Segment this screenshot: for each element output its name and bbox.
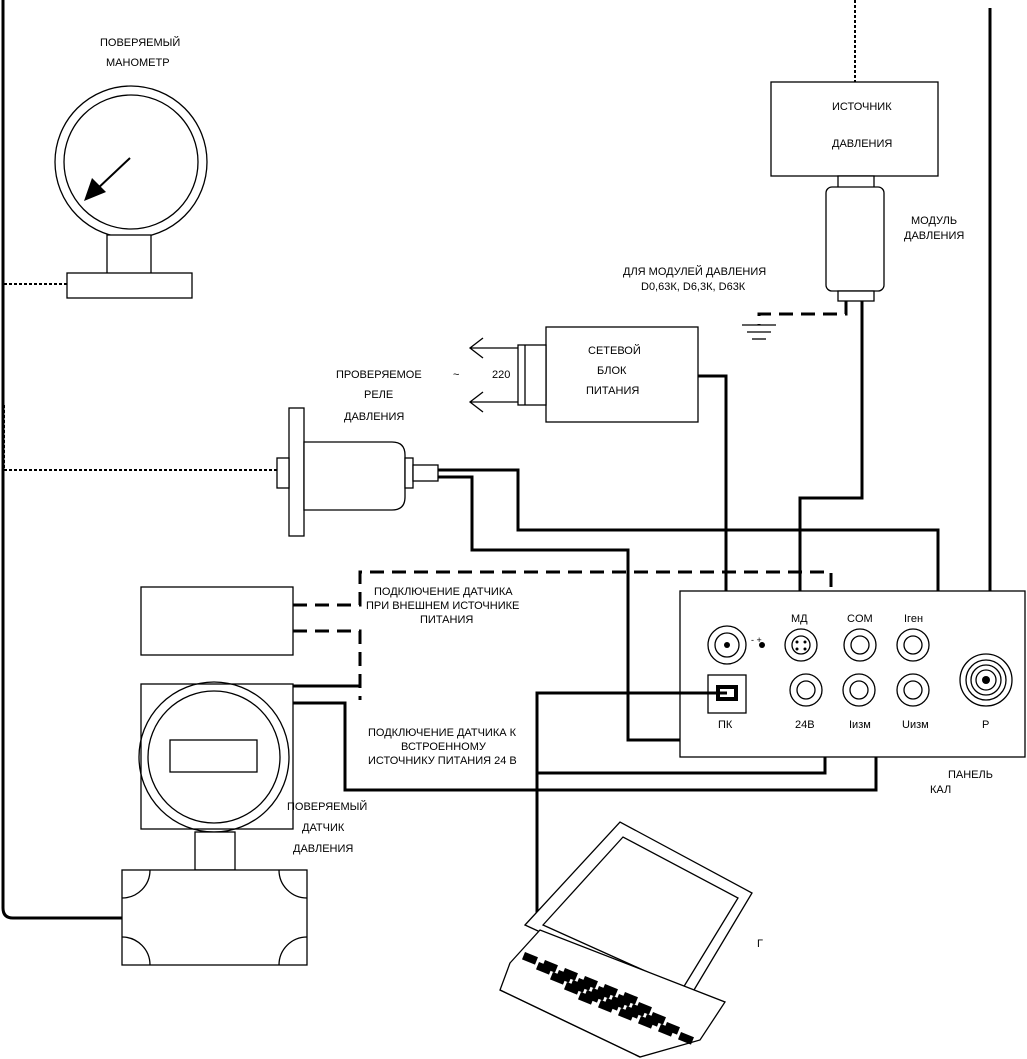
psu-line1: СЕТЕВОЙ xyxy=(588,344,641,357)
com-label: COM xyxy=(847,613,873,625)
com-terminal: COM xyxy=(843,613,877,662)
laptop-key xyxy=(576,978,592,991)
pressure-sensor: ПОВЕРЯЕМЫЙ ДАТЧИК ДАВЛЕНИЯ xyxy=(121,681,367,966)
pressure-line xyxy=(1,0,992,920)
laptop-icon: Г xyxy=(499,821,763,1058)
gauge-title-line2: МАНОМЕТР xyxy=(106,57,170,69)
panel-caption-line1: ПАНЕЛЬ xyxy=(948,769,993,781)
panel-caption-line2: КАЛ xyxy=(930,784,951,796)
laptop-key xyxy=(578,992,594,1005)
laptop-key xyxy=(664,1022,680,1035)
laptop-key xyxy=(616,994,632,1007)
mains-power-supply: СЕТЕВОЙ БЛОК ПИТАНИЯ 220 ~ xyxy=(453,326,699,423)
gauge-title-line1: ПОВЕРЯЕМЫЙ xyxy=(100,36,180,49)
laptop-keys xyxy=(522,952,694,1045)
pressure-source-line2: ДАВЛЕНИЯ xyxy=(832,138,892,150)
laptop-key xyxy=(550,972,566,985)
pressure-module: МОДУЛЬ ДАВЛЕНИЯ ДЛЯ МОДУЛЕЙ ДАВЛЕНИЯ D0,… xyxy=(623,175,964,340)
laptop-key xyxy=(630,1004,646,1017)
laptop-key xyxy=(570,980,586,993)
laptop-mark: Г xyxy=(757,938,763,950)
laptop-key xyxy=(564,981,580,995)
laptop-key xyxy=(644,1013,660,1027)
laptop-key xyxy=(638,1016,654,1029)
laptop-key xyxy=(622,991,638,1005)
ext-conn-line2: ПРИ ВНЕШНЕМ ИСТОЧНИКЕ xyxy=(366,600,519,612)
gauge-under-test: ПОВЕРЯЕМЫЙ МАНОМЕТР xyxy=(54,36,208,299)
external-supply-sensor: ПОДКЛЮЧЕНИЕ ДАТЧИКА ПРИ ВНЕШНЕМ ИСТОЧНИК… xyxy=(140,570,833,700)
int-conn-line1: ПОДКЛЮЧЕНИЕ ДАТЧИКА К xyxy=(368,727,517,739)
iizm-terminal: Iизм xyxy=(842,673,876,731)
laptop-key xyxy=(590,987,606,1001)
relay-line1: ПРОВЕРЯЕМОЕ xyxy=(336,369,422,381)
ground-icon xyxy=(742,324,776,340)
laptop-key xyxy=(604,998,620,1011)
pressure-module-line1: МОДУЛЬ xyxy=(911,215,957,227)
laptop-key xyxy=(658,1023,674,1037)
igen-terminal: Iген xyxy=(896,613,930,662)
sensor-line3: ДАВЛЕНИЯ xyxy=(293,843,353,855)
laptop-key xyxy=(596,986,612,999)
laptop-key xyxy=(598,1000,614,1013)
laptop-key xyxy=(582,975,598,989)
iizm-label: Iизм xyxy=(849,719,871,731)
pressure-source: ИСТОЧНИК ДАВЛЕНИЯ xyxy=(770,81,939,177)
pressure-source-line1: ИСТОЧНИК xyxy=(832,101,892,113)
psu-line2: БЛОК xyxy=(597,365,627,377)
mains-plug-icon xyxy=(468,337,518,413)
modules-note-line1: ДЛЯ МОДУЛЕЙ ДАВЛЕНИЯ xyxy=(623,265,766,278)
sensor-line2: ДАТЧИК xyxy=(302,822,345,834)
gauge-needle-icon xyxy=(84,157,131,201)
laptop-key xyxy=(610,995,626,1009)
laptop-key xyxy=(536,962,552,975)
laptop-key xyxy=(584,989,600,1003)
relay-line3: ДАВЛЕНИЯ xyxy=(344,411,404,423)
laptop-key xyxy=(562,968,578,981)
psu-line3: ПИТАНИЯ xyxy=(586,385,639,397)
laptop-key xyxy=(542,959,558,973)
pressure-relay: ПРОВЕРЯЕМОЕ РЕЛЕ ДАВЛЕНИЯ xyxy=(276,369,439,537)
laptop-key xyxy=(602,984,618,997)
mains-voltage: 220 xyxy=(492,369,510,381)
v24-label: 24В xyxy=(795,719,815,731)
laptop-key xyxy=(556,969,572,983)
md-connector: МД xyxy=(784,613,818,662)
laptop-key xyxy=(624,1006,640,1019)
laptop-key xyxy=(618,1007,634,1021)
ext-conn-line3: ПИТАНИЯ xyxy=(420,614,473,626)
modules-note-line2: D0,63К, D6,3К, D63К xyxy=(641,281,746,293)
pressure-port: P xyxy=(959,653,1013,731)
v24-terminal: 24В xyxy=(789,673,823,731)
igen-label: Iген xyxy=(904,613,923,625)
sensor-line1: ПОВЕРЯЕМЫЙ xyxy=(287,800,367,813)
calibrator-panel: - + МД COM Iген ПК xyxy=(679,590,1026,758)
uizm-label: Uизм xyxy=(902,719,929,731)
md-label: МД xyxy=(791,613,808,625)
dc-input-jack: - + xyxy=(707,625,765,665)
laptop-key xyxy=(678,1032,694,1045)
uizm-terminal: Uизм xyxy=(896,673,930,731)
laptop-key xyxy=(650,1011,666,1025)
int-conn-line2: ВСТРОЕННОМУ xyxy=(401,741,487,753)
laptop-key xyxy=(636,1001,652,1015)
pc-label: ПК xyxy=(718,719,733,731)
pressure-module-line2: ДАВЛЕНИЯ xyxy=(904,230,964,242)
laptop-key xyxy=(522,952,538,965)
ext-conn-line1: ПОДКЛЮЧЕНИЕ ДАТЧИКА xyxy=(374,586,513,598)
dc-polarity: - + xyxy=(751,635,762,645)
p-label: P xyxy=(982,719,989,731)
relay-line2: РЕЛЕ xyxy=(364,389,393,401)
int-conn-line3: ИСТОЧНИКУ ПИТАНИЯ 24 В xyxy=(368,755,517,767)
mains-tilde: ~ xyxy=(453,369,459,381)
